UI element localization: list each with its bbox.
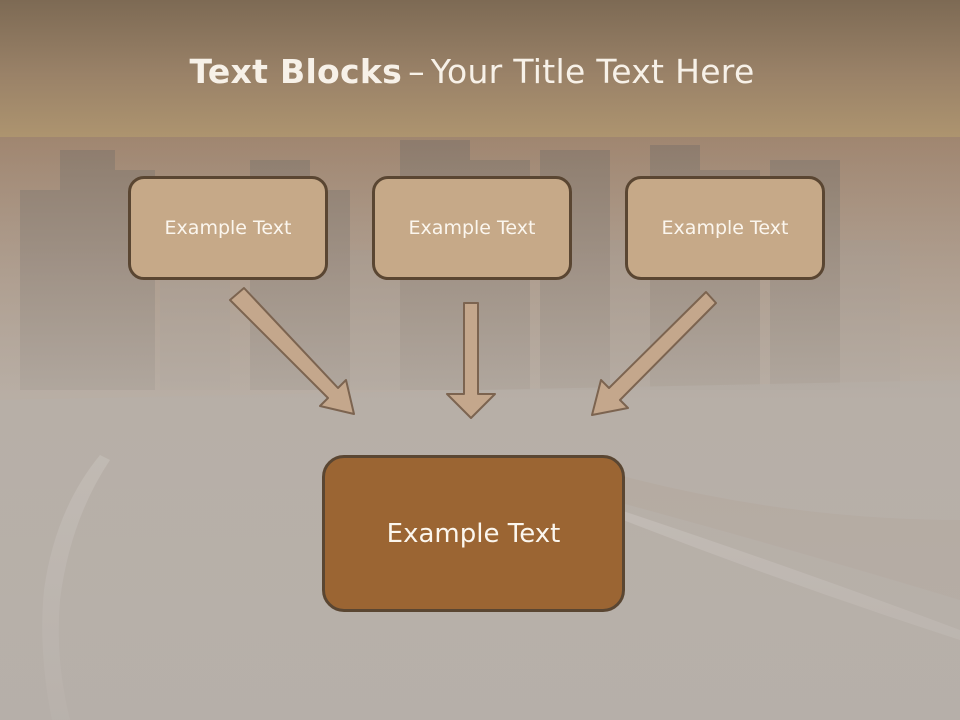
title-bar: Text Blocks–Your Title Text Here [0, 0, 960, 137]
text-box-middle-label: Example Text [408, 217, 536, 239]
slide-title: Text Blocks–Your Title Text Here [0, 52, 944, 91]
text-box-main-label: Example Text [386, 518, 561, 549]
title-bold-part: Text Blocks [189, 52, 403, 91]
text-box-main[interactable]: Example Text [322, 455, 625, 612]
title-rest-part: Your Title Text Here [430, 52, 755, 91]
title-separator: – [408, 52, 425, 91]
arrow-middle-to-main [446, 302, 496, 419]
text-box-left[interactable]: Example Text [128, 176, 328, 280]
arrow-left-to-main [229, 287, 355, 415]
text-box-left-label: Example Text [164, 217, 292, 239]
arrow-right-to-main [591, 291, 717, 416]
text-box-middle[interactable]: Example Text [372, 176, 572, 280]
text-box-right[interactable]: Example Text [625, 176, 825, 280]
text-box-right-label: Example Text [661, 217, 789, 239]
